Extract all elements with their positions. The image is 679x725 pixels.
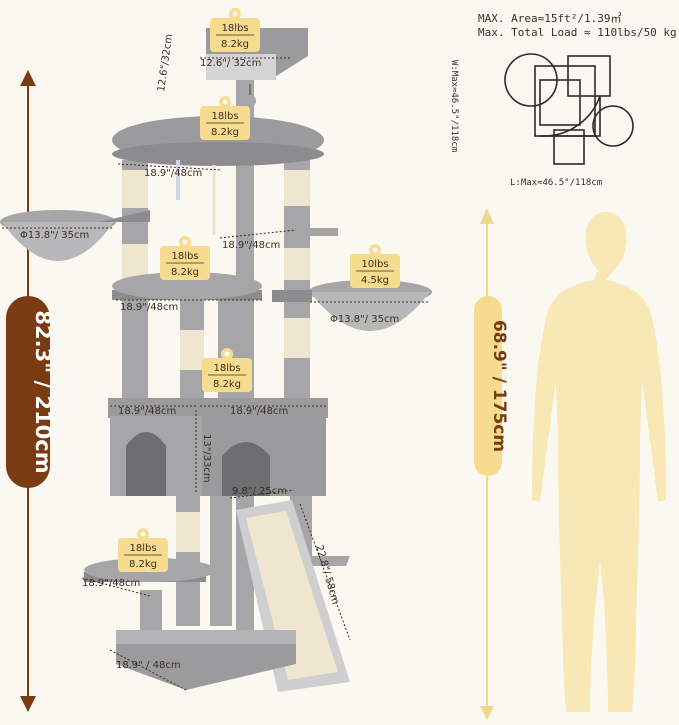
dim-basket-left: Φ13.8"/ 35cm	[20, 230, 89, 241]
weight-tags: 18lbs 8.2kg 18lbs 8.2kg 18lbs 8.2kg 10lb…	[118, 8, 400, 572]
spec-width: W:Max≈46.5"/118cm	[449, 60, 459, 152]
dim-condo-height: 13"/33cm	[201, 434, 212, 483]
tree-height-label: 82.3" / 210cm	[31, 310, 55, 473]
weight-tag-kg: 8.2kg	[221, 39, 249, 50]
weight-tag-lbs: 10lbs	[361, 259, 388, 270]
weight-tag-lbs: 18lbs	[171, 251, 198, 262]
person-silhouette	[532, 212, 666, 712]
tree-height-pill	[6, 296, 50, 488]
weight-tag-kg: 8.2kg	[171, 267, 199, 278]
dimension-lines	[2, 57, 430, 691]
condo-top	[108, 398, 328, 418]
weight-tag-lbs: 18lbs	[221, 23, 248, 34]
right-step	[298, 228, 338, 236]
weight-tag-mid: 18lbs 8.2kg	[160, 236, 210, 280]
spec-area: MAX. Area≈15ft²/1.39㎡	[478, 12, 621, 25]
dim-top-front: 12.6"/ 32cm	[200, 58, 261, 69]
dim-low-step: 18.9"/48cm	[82, 578, 140, 589]
weight-tag-low: 18lbs 8.2kg	[118, 528, 168, 572]
tree-height-arrow-bottom	[20, 696, 36, 712]
weight-tag-condo: 18lbs 8.2kg	[202, 348, 252, 392]
person-height-arrow-top	[480, 208, 494, 224]
dim-ramp-width: 9.8"/ 25cm	[232, 486, 287, 497]
weight-tag-top: 18lbs 8.2kg	[210, 8, 260, 52]
mid-bed	[112, 272, 262, 300]
hanging-ball	[244, 95, 256, 107]
dim-condo-right: 18.9"/48cm	[230, 406, 288, 417]
spec-length: L:Max≈46.5"/118cm	[510, 178, 602, 188]
cat-tree	[0, 28, 432, 692]
person-height-label: 68.9" / 175cm	[489, 320, 509, 452]
weight-tag-basket: 10lbs 4.5kg	[350, 244, 400, 288]
person-height-pill	[474, 296, 502, 476]
spec-load: Max. Total Load ≈ 110lbs/50 kg	[478, 26, 677, 39]
weight-tag-lbs: 18lbs	[129, 543, 156, 554]
person-height-arrow-bottom	[480, 706, 494, 720]
dim-basket-right: Φ13.8"/ 35cm	[330, 314, 399, 325]
dim-top-side: 12.6"/32cm	[156, 33, 175, 92]
weight-tag-kg: 8.2kg	[129, 559, 157, 570]
weight-tag-lbs: 18lbs	[213, 363, 240, 374]
weight-tag-kg: 4.5kg	[361, 275, 389, 286]
weight-tag-lbs: 18lbs	[211, 111, 238, 122]
base	[116, 640, 296, 690]
dim-third-tier: 18.9"/48cm	[120, 302, 178, 313]
tree-height-arrow-top	[20, 70, 36, 86]
dim-base: 18.9" / 48cm	[116, 660, 181, 671]
dim-mid-step: 18.9"/48cm	[222, 240, 280, 251]
weight-tag-kg: 8.2kg	[213, 379, 241, 390]
weight-tag-bed: 18lbs 8.2kg	[200, 96, 250, 140]
weight-tag-kg: 8.2kg	[211, 127, 239, 138]
dim-condo-left: 18.9"/48cm	[118, 406, 176, 417]
footprint-diagram	[504, 53, 634, 165]
dim-second-tier: 18.9"/48cm	[144, 168, 202, 179]
